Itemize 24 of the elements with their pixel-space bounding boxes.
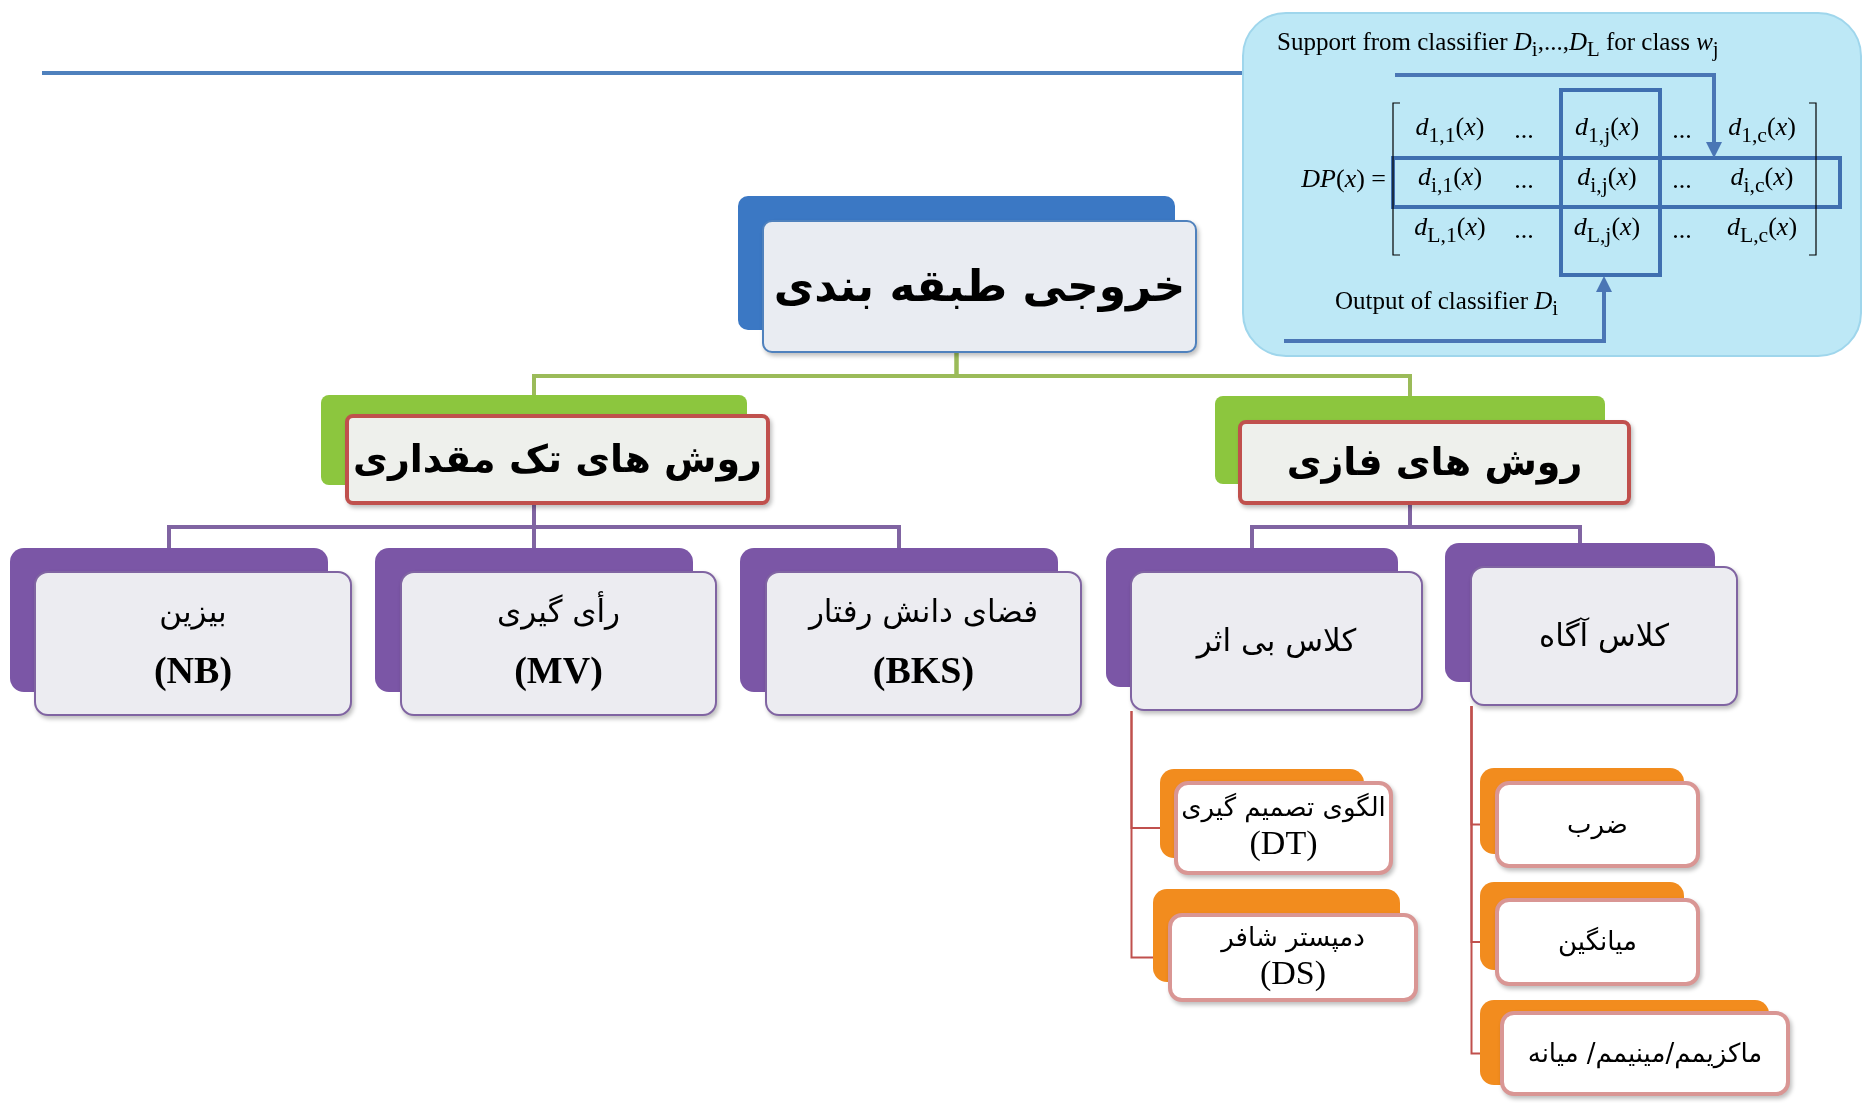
- formula-panel: [1242, 12, 1862, 357]
- connector-line: [1470, 705, 1481, 1055]
- connector-line: [1130, 710, 1154, 959]
- connector-line: [954, 353, 1412, 396]
- matrix-cell: d$_{1,1}$(x): [1415, 112, 1485, 148]
- caption-text: Support from classifier D$_{i}$,...,D$_{L}$ for class w$_{j}$: [1277, 28, 1719, 62]
- matrix-cell: d$_{i,j}$(x): [1577, 162, 1637, 198]
- connector-line: [532, 505, 901, 548]
- matrix-cell: d$_{i,1}$(x): [1417, 162, 1483, 198]
- caption-text: Output of classifier D$_{i}$: [1335, 287, 1559, 321]
- matrix-cell: d$_{L,j}$(x): [1573, 212, 1641, 248]
- connector-line: [1408, 505, 1582, 543]
- matrix-cell: d$_{i,c}$(x): [1730, 162, 1794, 198]
- formula-label: DP(x) =: [1301, 164, 1386, 194]
- matrix-cell: ...: [1672, 165, 1692, 195]
- matrix-cell: d$_{1,c}$(x): [1728, 112, 1796, 148]
- matrix-cell: ...: [1514, 165, 1534, 195]
- matrix-cell: ...: [1672, 115, 1692, 145]
- matrix-cell: d$_{L,c}$(x): [1726, 212, 1798, 248]
- matrix-cell: ...: [1672, 215, 1692, 245]
- matrix-cell: ...: [1514, 115, 1534, 145]
- matrix-cell: d$_{1,j}$(x): [1574, 112, 1640, 148]
- matrix-cell: ...: [1514, 215, 1534, 245]
- matrix-cell: d$_{L,1}$(x): [1414, 212, 1486, 248]
